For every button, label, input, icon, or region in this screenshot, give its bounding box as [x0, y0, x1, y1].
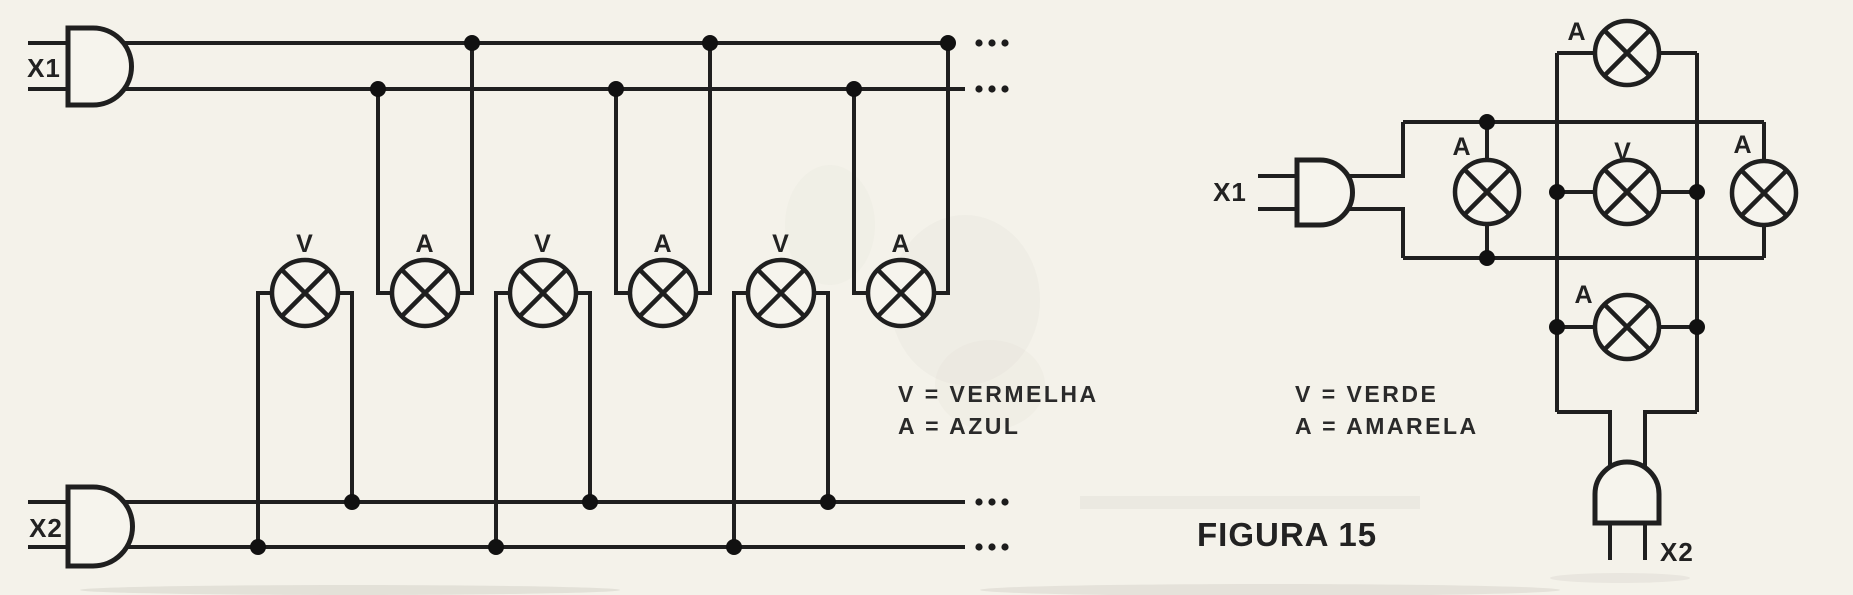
lamp-v1-left-wire — [256, 291, 272, 547]
plug-label-x1-right: X1 — [1213, 177, 1247, 207]
plug-label-x1: X1 — [27, 53, 61, 83]
right-circuit: X1 X2 A A V A A V = VERDE A = AMARELA — [1213, 18, 1799, 567]
x1-right-wire-upper — [1330, 122, 1405, 178]
wire-continuation-dots — [975, 39, 1009, 551]
plug-label-x2: X2 — [29, 513, 63, 543]
lamp-label-a-bottom: A — [1574, 281, 1593, 309]
right-junction-dots — [1479, 114, 1705, 335]
lamp-v-mid-icon — [1592, 157, 1662, 227]
lamp-label-a-across2: A — [1733, 131, 1752, 159]
plug-label-x2-right: X2 — [1660, 537, 1694, 567]
lamp-label-a-across1: A — [1452, 133, 1471, 161]
lamp-a3-icon — [865, 257, 937, 329]
lamp-a1-right-wire — [458, 43, 474, 295]
left-legend: V = VERMELHA A = AZUL — [898, 381, 1099, 439]
right-legend: V = VERDE A = AMARELA — [1295, 381, 1479, 439]
lamp-v2-right-wire — [576, 291, 592, 502]
lamp-label-v3: V — [772, 230, 790, 258]
legend-line-azul: A = AZUL — [898, 413, 1020, 439]
legend-line-verde: V = VERDE — [1295, 381, 1438, 407]
legend-line-vermelha: V = VERMELHA — [898, 381, 1099, 407]
lamp-label-a1: A — [415, 230, 434, 258]
lamp-label-v1: V — [296, 230, 314, 258]
lamp-v1-icon — [269, 257, 341, 329]
x1-right-wire-lower — [1330, 207, 1405, 258]
lamp-a3-right-wire — [934, 43, 950, 295]
lamp-label-v-mid: V — [1614, 138, 1632, 166]
lamp-a3-left-wire — [852, 89, 868, 295]
lamp-a-across1-icon — [1452, 157, 1522, 227]
lamp-a2-left-wire — [614, 89, 630, 295]
lamp-a1-icon — [389, 257, 461, 329]
lamp-a-across2-icon — [1729, 158, 1799, 228]
lamp-label-a2: A — [653, 230, 672, 258]
figure-caption: FIGURA 15 — [1197, 516, 1377, 553]
neck-left-wire — [1557, 410, 1612, 475]
plug-x2-icon — [65, 484, 135, 569]
lamp-a-top-icon — [1592, 18, 1662, 88]
plug-x2-right-icon — [1592, 459, 1662, 526]
left-junction-dots — [250, 35, 956, 555]
legend-line-amarela: A = AMARELA — [1295, 413, 1479, 439]
lamp-a2-icon — [627, 257, 699, 329]
lamp-a-bottom-icon — [1592, 292, 1662, 362]
plug-x1-icon — [65, 25, 134, 108]
lamp-v2-icon — [507, 257, 579, 329]
left-lamp-wires — [256, 43, 950, 547]
lamp-label-a3: A — [891, 230, 910, 258]
lamp-label-v2: V — [534, 230, 552, 258]
lamp-a2-right-wire — [696, 43, 712, 295]
right-wires — [1258, 51, 1766, 560]
lamp-a1-left-wire — [376, 89, 392, 295]
left-circuit: X1 X2 V A V A V A V = VERMELHA A = AZUL — [27, 25, 1099, 569]
neck-right-wire — [1643, 410, 1697, 475]
lamp-v3-icon — [745, 257, 817, 329]
lamp-v2-left-wire — [494, 291, 510, 547]
lamp-v3-left-wire — [732, 291, 748, 547]
lamp-label-a-top: A — [1567, 18, 1586, 46]
lamp-v3-right-wire — [814, 291, 830, 502]
lamp-v1-right-wire — [338, 291, 354, 502]
plug-x1-right-icon — [1294, 157, 1355, 228]
